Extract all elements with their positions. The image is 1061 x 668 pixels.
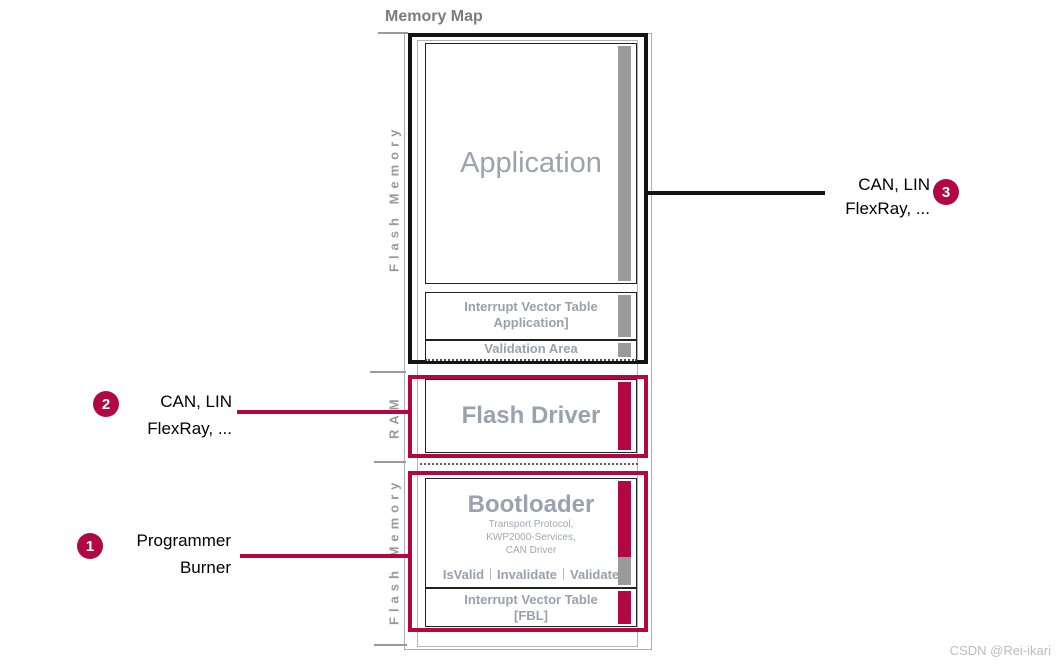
flash-memory-top-label: Flash Memory xyxy=(386,124,402,273)
action-invalidate: Invalidate xyxy=(497,567,558,582)
ivt-fbl-range-bar xyxy=(618,591,631,624)
bootloader-range-bar xyxy=(618,481,631,585)
ivt-application-line2: Application] xyxy=(493,315,569,330)
flash-memory-bottom-label: Flash Memory xyxy=(386,477,402,626)
bootloader-title: Bootloader xyxy=(467,491,595,518)
section-tick-bottom xyxy=(374,644,407,646)
application-range-bar xyxy=(618,46,631,281)
validation-area-box: Validation Area xyxy=(425,340,637,361)
bootloader-section-frame xyxy=(408,471,648,632)
connector-line-callout-2 xyxy=(237,410,412,414)
action-validate: Validate xyxy=(570,567,620,582)
bootloader-detail-2: KWP2000-Services, xyxy=(486,532,576,543)
callout-1-line2: Burner xyxy=(179,558,231,577)
bootloader-detail-1: Transport Protocol, xyxy=(488,519,574,530)
callout-2-line1: CAN, LIN xyxy=(160,392,232,411)
validation-area-range-bar xyxy=(618,343,631,357)
callout-2-line2: FlexRay, ... xyxy=(147,419,232,438)
bootloader-range-bar-gray xyxy=(618,557,631,585)
section-tick-top xyxy=(378,32,408,34)
flash-driver-label: Flash Driver xyxy=(461,402,601,429)
action-separator xyxy=(490,568,492,580)
connector-line-callout-1 xyxy=(240,554,412,558)
flash-driver-box: Flash Driver xyxy=(425,379,637,453)
section-tick-flash-ram xyxy=(370,371,406,373)
callout-1-line1: Programmer xyxy=(136,531,231,550)
interrupt-vector-table-application-box: Interrupt Vector Table Application] xyxy=(425,292,637,340)
callout-3-line1: CAN, LIN xyxy=(858,175,930,194)
callout-2-badge: 2 xyxy=(93,391,119,417)
flash-driver-range-bar xyxy=(618,382,631,450)
bootloader-range-bar-crimson xyxy=(618,481,631,557)
ivt-fbl-line2: [FBL] xyxy=(514,608,548,623)
ivt-fbl-line1: Interrupt Vector Table xyxy=(464,592,598,607)
application-box-label: Application xyxy=(460,147,602,179)
validation-area-label: Validation Area xyxy=(484,341,578,356)
bootloader-detail-3: CAN Driver xyxy=(505,545,557,556)
ram-flash-dotted-separator xyxy=(420,463,638,465)
callout-3-badge: 3 xyxy=(933,179,959,205)
watermark: CSDN @Rei-ikari xyxy=(949,643,1051,658)
bootloader-box: Bootloader Transport Protocol, KWP2000-S… xyxy=(425,478,637,588)
bootloader-actions: IsValid Invalidate Validate xyxy=(443,567,619,582)
ivt-application-line1: Interrupt Vector Table xyxy=(464,299,598,314)
action-separator xyxy=(563,568,565,580)
application-box: Application xyxy=(425,43,637,284)
interrupt-vector-table-fbl-box: Interrupt Vector Table [FBL] xyxy=(425,588,637,627)
ram-section-frame xyxy=(408,375,648,458)
section-tick-ram-flash xyxy=(374,461,406,463)
ram-label: RAM xyxy=(386,394,402,439)
memory-column-inner-outline xyxy=(417,40,638,647)
connector-line-callout-3 xyxy=(648,191,825,195)
callout-1-badge: 1 xyxy=(77,533,103,559)
flash-memory-top-frame xyxy=(408,33,648,364)
callout-3-line2: FlexRay, ... xyxy=(845,199,930,218)
action-isvalid: IsValid xyxy=(442,567,485,582)
diagram-title: Memory Map xyxy=(385,8,483,25)
ivt-application-range-bar xyxy=(618,295,631,337)
